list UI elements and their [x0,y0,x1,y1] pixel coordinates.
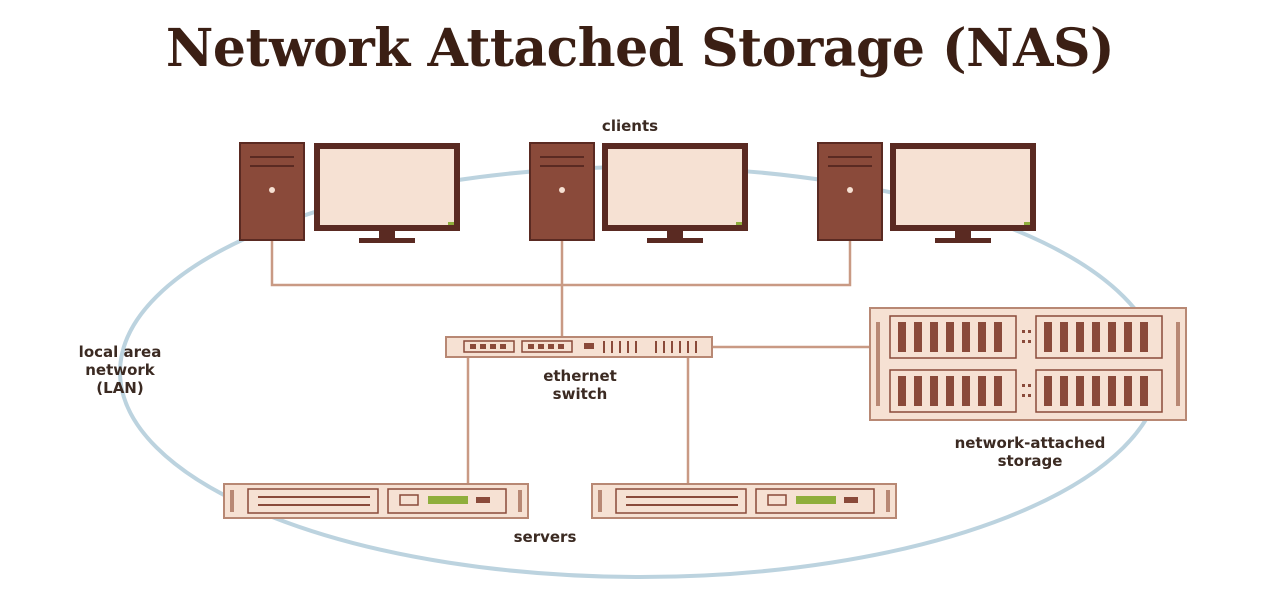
server-cables [466,356,690,484]
servers-label: servers [513,528,577,546]
lan-label-line-3: (LAN) [96,379,144,397]
server-icon-1 [223,483,529,519]
clients-label: clients [601,117,659,135]
nas-label-line-2: storage [997,452,1063,470]
nas-label-line-1: network-attached [954,434,1106,452]
client-computer-1 [239,142,460,243]
nas-label: network-attached storage [920,434,1140,470]
switch-label: ethernet switch [520,367,640,403]
switch-label-line-2: switch [552,385,608,403]
switch-label-line-1: ethernet [543,367,617,385]
lan-label-line-1: local area [78,343,162,361]
client-computer-3 [817,142,1036,243]
client-computer-2 [529,142,748,243]
page-title: Network Attached Storage (NAS) [165,18,1115,79]
nas-storage-icon [869,307,1187,421]
server-icon-2 [591,483,897,519]
client-cables [270,238,852,338]
lan-label: local area network (LAN) [72,343,168,397]
ethernet-switch-icon [445,336,713,358]
lan-label-line-2: network [85,361,155,379]
